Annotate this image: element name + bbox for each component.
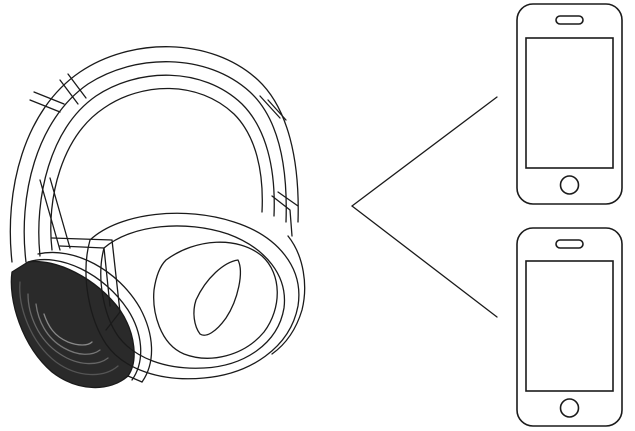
- phone-screen: [525, 37, 614, 169]
- smartphone-icon-bottom: [516, 227, 623, 427]
- headband-inner-1: [23, 61, 287, 263]
- headband-outer: [9, 46, 299, 263]
- phone-home-button: [559, 398, 580, 418]
- headband-inner-3: [50, 87, 263, 251]
- connector-line-lower: [351, 205, 498, 318]
- slider-right: [271, 191, 299, 237]
- smartphone-icon-top: [516, 3, 623, 205]
- yoke-left: [51, 237, 121, 331]
- phone-speaker: [555, 239, 584, 249]
- right-earcup: [85, 212, 306, 380]
- left-earcup: [10, 251, 153, 389]
- headband-inner-2: [38, 74, 275, 257]
- connector-line-upper: [351, 96, 498, 207]
- headband-joint-right: [259, 95, 287, 121]
- headphones-icon: [9, 46, 306, 389]
- connector-lines: [351, 96, 498, 318]
- phone-home-button: [559, 175, 580, 195]
- phone-body: [516, 227, 623, 427]
- headband-joint-top: [59, 73, 87, 105]
- phone-screen: [525, 260, 614, 392]
- phone-body: [516, 3, 623, 205]
- phone-speaker: [555, 15, 584, 25]
- headband-joint-left: [29, 91, 65, 113]
